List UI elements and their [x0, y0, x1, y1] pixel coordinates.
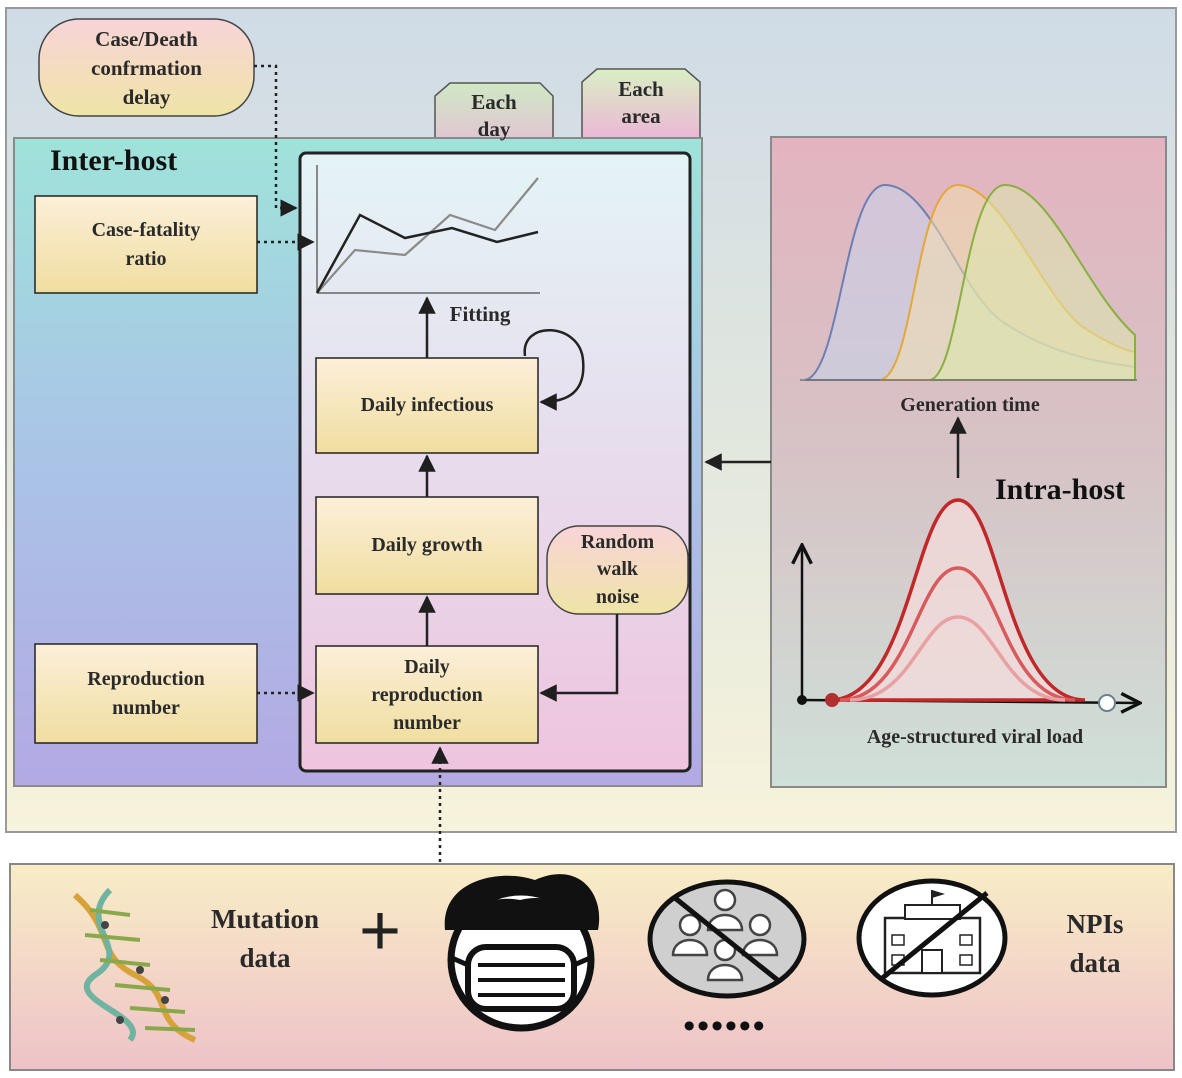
- reproduction-number-label: Reproduction number: [35, 644, 257, 743]
- reproduction-number-box: [34, 643, 258, 744]
- dotted-arrow-delay: [254, 64, 298, 217]
- daily-growth-box: [315, 496, 539, 595]
- delay-bubble-label: Case/Death confrmation delay: [91, 27, 202, 109]
- npis-data-label: NPIs data: [1066, 909, 1124, 979]
- dna-icon: [73, 887, 197, 1043]
- daily-growth-label: Daily growth: [316, 497, 538, 594]
- random-walk-label: Random walk noise: [547, 526, 688, 614]
- case-fatality-label: Case-fatality ratio: [35, 196, 257, 293]
- daily-infectious-box: [315, 357, 539, 454]
- arrow-noise-to-repro: [539, 614, 619, 702]
- daily-reproduction-label: Daily reproduction number: [316, 646, 538, 743]
- no-gathering-icon: [647, 879, 807, 999]
- daily-reproduction-text: Daily reproduction number: [371, 655, 483, 734]
- daily-infectious-text: Daily infectious: [360, 394, 494, 416]
- generation-time-chart: [800, 183, 1137, 381]
- case-fatality-box: [34, 195, 258, 294]
- face-mask-icon: [444, 874, 600, 1032]
- self-loop-arrow: [523, 329, 585, 411]
- each-area-label: Each area: [618, 77, 664, 129]
- daily-growth-text: Daily growth: [371, 534, 483, 556]
- plus-sign: +: [358, 891, 402, 971]
- intra-host-title: Intra-host: [995, 473, 1126, 506]
- inter-host-title: Inter-host: [50, 144, 178, 177]
- ellipsis-dots: ••••••: [683, 1008, 767, 1045]
- fitted-series-line: [315, 213, 539, 294]
- model-box: [298, 151, 692, 773]
- fitting-chart: [315, 165, 540, 294]
- reproduction-number-text: Reproduction number: [87, 667, 205, 719]
- mutation-data-label: Mutation data: [211, 904, 319, 974]
- delay-bubble: [38, 18, 255, 117]
- each-day-label: Each day: [471, 90, 517, 142]
- case-fatality-text: Case-fatality ratio: [91, 218, 201, 270]
- daily-infectious-label: Daily infectious: [316, 358, 538, 453]
- observed-series-line: [316, 177, 539, 294]
- daily-reproduction-box: [315, 645, 539, 744]
- viral-load-chart: [797, 498, 1140, 711]
- generation-time-label: Generation time: [900, 394, 1040, 416]
- viral-load-label: Age-structured viral load: [866, 726, 1084, 748]
- no-school-icon: [856, 878, 1008, 998]
- random-walk-text: Random walk noise: [580, 530, 655, 608]
- fitting-label: Fitting: [449, 302, 511, 326]
